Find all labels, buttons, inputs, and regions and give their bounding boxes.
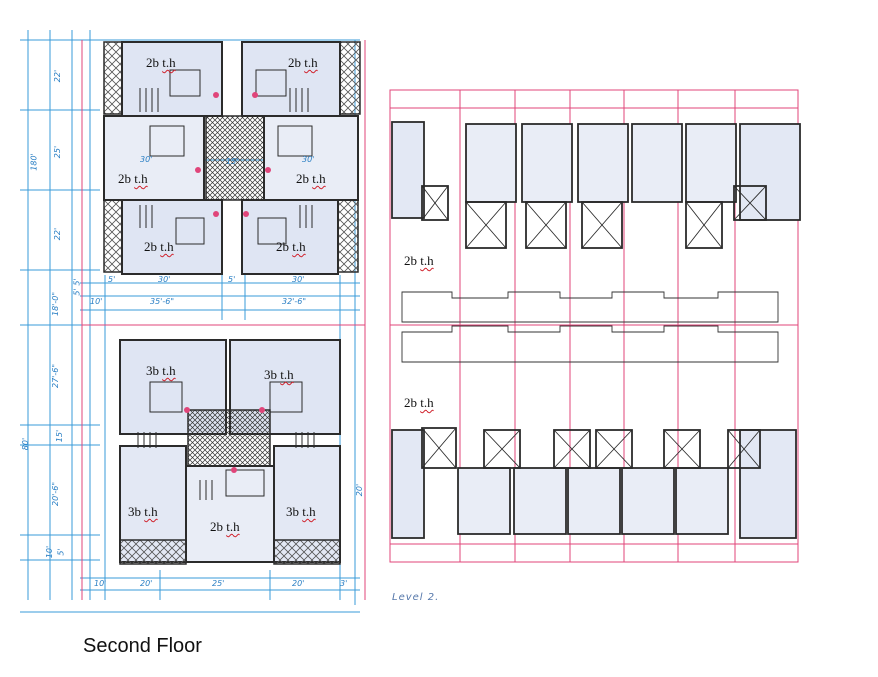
unit-label: 3b t.h: [286, 505, 316, 518]
unit-label: 3b t.h: [146, 364, 176, 377]
dimension-label: 10': [45, 545, 55, 559]
unit-label: 2b t.h: [118, 172, 148, 185]
left-top-block: [103, 41, 361, 275]
page-caption: Second Floor: [83, 635, 202, 657]
dimension-label: 25': [53, 145, 63, 159]
dimension-label: 20': [292, 579, 305, 588]
unit-label-text: 3b t.h: [286, 504, 316, 519]
dimension-label: 10': [90, 297, 103, 306]
dimension-label: 10': [94, 579, 107, 588]
dimension-label: 22': [53, 227, 63, 241]
dimension-label: 15': [55, 429, 65, 443]
dimension-label: 22': [53, 69, 63, 83]
unit-label-text: 3b t.h: [264, 367, 294, 382]
unit-label: 2b t.h: [288, 56, 318, 69]
unit-label-text: 2b t.h: [210, 519, 240, 534]
unit-label-text: 2b t.h: [146, 55, 176, 70]
dimension-label: 20': [140, 579, 153, 588]
unit-label: 2b t.h: [144, 240, 174, 253]
dimension-label: 5': [56, 548, 66, 556]
unit-label-text: 2b t.h: [144, 239, 174, 254]
unit-label: 2b t.h: [146, 56, 176, 69]
dimension-label: 30': [158, 275, 171, 284]
unit-label: 2b t.h: [404, 254, 434, 267]
level-note: Level 2.: [392, 592, 440, 603]
unit-label-text: 2b t.h: [276, 239, 306, 254]
unit-label-text: 2b t.h: [404, 253, 434, 268]
dimension-label: 32'-6": [282, 297, 307, 306]
dimension-label: 5': [72, 288, 82, 296]
unit-label: 2b t.h: [276, 240, 306, 253]
dimension-label: 15': [226, 157, 239, 166]
right-top-row: [391, 121, 801, 249]
dimension-label: 20'-6": [51, 481, 61, 507]
dimension-label: 25': [212, 579, 225, 588]
dimension-label: 30': [292, 275, 305, 284]
unit-label-text: 3b t.h: [146, 363, 176, 378]
unit-label: 3b t.h: [264, 368, 294, 381]
dimension-label: 180': [29, 153, 39, 171]
site-boundary: [81, 40, 366, 600]
right-middle-ghost-rows: [401, 291, 779, 363]
right-bottom-row: [391, 427, 797, 539]
dimension-label: 35'-6": [150, 297, 175, 306]
dimension-label: 27'-6": [51, 363, 61, 389]
unit-label: 2b t.h: [404, 396, 434, 409]
unit-label-text: 2b t.h: [296, 171, 326, 186]
unit-label: 2b t.h: [210, 520, 240, 533]
dimension-label: 5': [228, 275, 236, 284]
dimension-label: 30': [302, 155, 315, 164]
dimension-label: 5': [72, 278, 82, 286]
dimension-label: 80': [21, 437, 31, 451]
dimension-label: 5': [108, 275, 116, 284]
dimension-label: 20': [355, 483, 365, 497]
unit-label: 3b t.h: [128, 505, 158, 518]
unit-label-text: 2b t.h: [404, 395, 434, 410]
unit-label-text: 2b t.h: [118, 171, 148, 186]
dimension-label: 30': [140, 155, 153, 164]
unit-label-text: 3b t.h: [128, 504, 158, 519]
dimension-label: 3': [340, 579, 348, 588]
unit-label: 2b t.h: [296, 172, 326, 185]
dimension-label: 18'-0": [51, 291, 61, 317]
unit-label-text: 2b t.h: [288, 55, 318, 70]
left-bottom-block: [119, 339, 341, 565]
